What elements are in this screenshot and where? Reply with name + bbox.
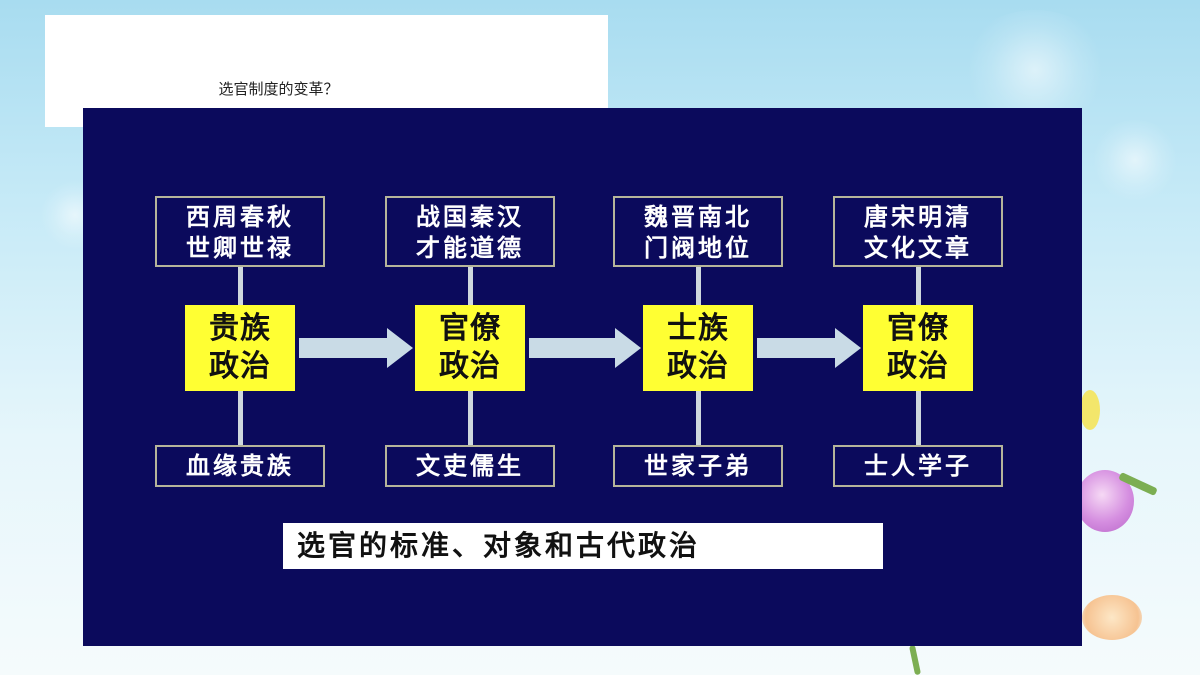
period-label: 战国秦汉 (416, 203, 524, 231)
period-box: 魏晋南北门阀地位 (613, 196, 783, 267)
politics-type-label: 官僚 (439, 311, 501, 346)
officials-box: 世家子弟 (613, 445, 783, 487)
politics-type-box: 贵族政治 (185, 305, 295, 391)
diagram-panel: 西周春秋世卿世禄贵族政治血缘贵族战国秦汉才能道德官僚政治文吏儒生魏晋南北门阀地位… (83, 108, 1082, 646)
background-flower-orange (1082, 595, 1142, 640)
politics-type-box: 士族政治 (643, 305, 753, 391)
officials-box: 士人学子 (833, 445, 1003, 487)
selection-criterion-label: 文化文章 (864, 234, 972, 262)
period-label: 西周春秋 (186, 203, 294, 231)
officials-box: 文吏儒生 (385, 445, 555, 487)
officials-box: 血缘贵族 (155, 445, 325, 487)
arrow-shape (757, 328, 861, 368)
politics-type-label: 官僚 (887, 311, 949, 346)
transition-arrow (299, 328, 413, 368)
background-firework-right (1090, 120, 1180, 200)
politics-type-box: 官僚政治 (863, 305, 973, 391)
transition-arrow (757, 328, 861, 368)
diagram-caption: 选官的标准、对象和古代政治 (283, 523, 883, 569)
period-label: 魏晋南北 (644, 203, 752, 231)
period-box: 战国秦汉才能道德 (385, 196, 555, 267)
politics-word-label: 政治 (667, 349, 729, 384)
selection-criterion-label: 门阀地位 (644, 234, 752, 262)
politics-type-box: 官僚政治 (415, 305, 525, 391)
politics-type-label: 士族 (667, 311, 729, 346)
background-flower-yellow (1080, 390, 1100, 430)
period-box: 唐宋明清文化文章 (833, 196, 1003, 267)
background-stem (908, 644, 922, 675)
politics-word-label: 政治 (887, 349, 949, 384)
arrow-shape (529, 328, 641, 368)
period-label: 唐宋明清 (864, 203, 972, 231)
politics-word-label: 政治 (209, 349, 271, 384)
period-box: 西周春秋世卿世禄 (155, 196, 325, 267)
politics-word-label: 政治 (439, 349, 501, 384)
arrow-shape (299, 328, 413, 368)
slide-title: 选官制度的变革？ (218, 80, 339, 98)
transition-arrow (529, 328, 641, 368)
selection-criterion-label: 才能道德 (416, 234, 524, 262)
selection-criterion-label: 世卿世禄 (186, 234, 294, 262)
politics-type-label: 贵族 (209, 311, 271, 346)
